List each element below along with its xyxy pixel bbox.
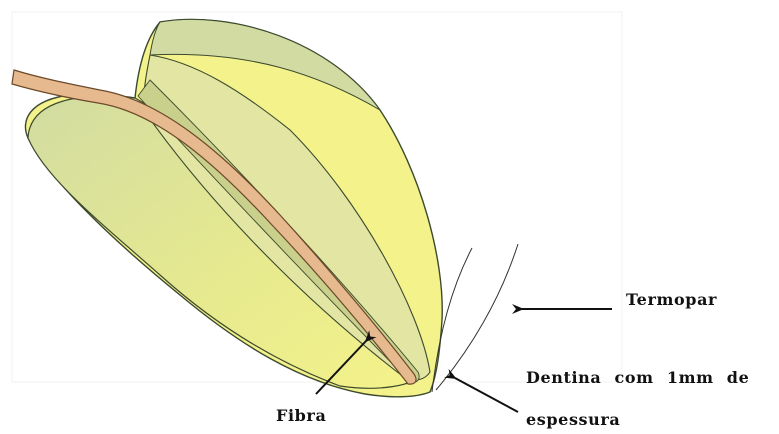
espessura-label: espessura [526, 410, 620, 429]
dentina-label: Dentina com 1mm de [526, 368, 749, 387]
fibra-label: Fibra [276, 406, 326, 425]
thermocouple-wire-2 [436, 244, 518, 390]
dentina-arrow [455, 378, 518, 412]
termopar-label: Termopar [626, 290, 717, 309]
